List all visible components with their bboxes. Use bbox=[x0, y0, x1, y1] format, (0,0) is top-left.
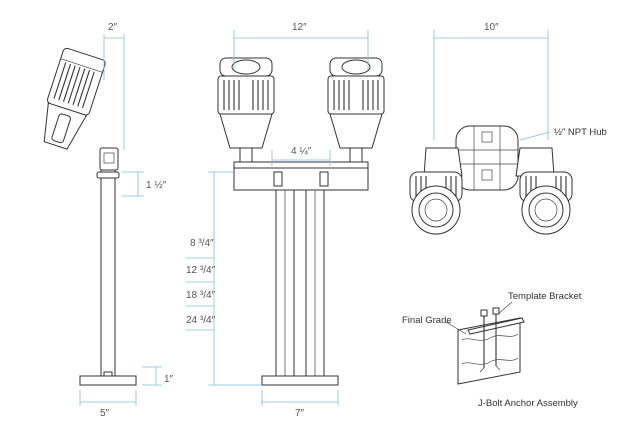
anchor-assembly-view bbox=[445, 301, 525, 385]
single-fixture-view bbox=[43, 47, 137, 386]
single-dimension-lines bbox=[79, 34, 162, 406]
height-option-2: 12 ³/4″ bbox=[186, 265, 216, 276]
hub-mount-view bbox=[409, 125, 573, 235]
dual-right-head bbox=[327, 57, 385, 163]
height-option-4: 24 ³/4″ bbox=[186, 315, 216, 326]
anchor-assembly-label: J-Bolt Anchor Assembly bbox=[478, 398, 578, 409]
height-option-3: 18 ³/4″ bbox=[186, 290, 216, 301]
single-base-width-dim: 5″ bbox=[100, 408, 110, 419]
hub-right-head bbox=[515, 147, 573, 235]
hub-left-head bbox=[409, 147, 463, 235]
arm-height-dim: 1 ½″ bbox=[146, 180, 167, 191]
template-bracket-label: Template Bracket bbox=[508, 291, 582, 302]
height-option-1: 8 ³/4″ bbox=[190, 238, 214, 249]
dual-head-spacing-dim: 12″ bbox=[292, 22, 307, 33]
hub-dimension-lines bbox=[433, 30, 551, 141]
base-height-dim: 1″ bbox=[164, 374, 174, 385]
dual-fixture-view bbox=[217, 57, 385, 386]
hub-head-spacing-dim: 10″ bbox=[484, 22, 499, 33]
final-grade-label: Final Grade bbox=[402, 315, 452, 326]
single-tilted-head bbox=[43, 47, 106, 150]
center-spacing-dim: 4 ¼″ bbox=[291, 145, 312, 157]
dual-left-head bbox=[217, 57, 275, 163]
head-width-dim: 2″ bbox=[108, 22, 118, 33]
dual-dimension-lines bbox=[186, 30, 369, 406]
npt-hub-label: ½″ NPT Hub bbox=[554, 127, 607, 138]
dual-base-width-dim: 7″ bbox=[295, 408, 305, 419]
